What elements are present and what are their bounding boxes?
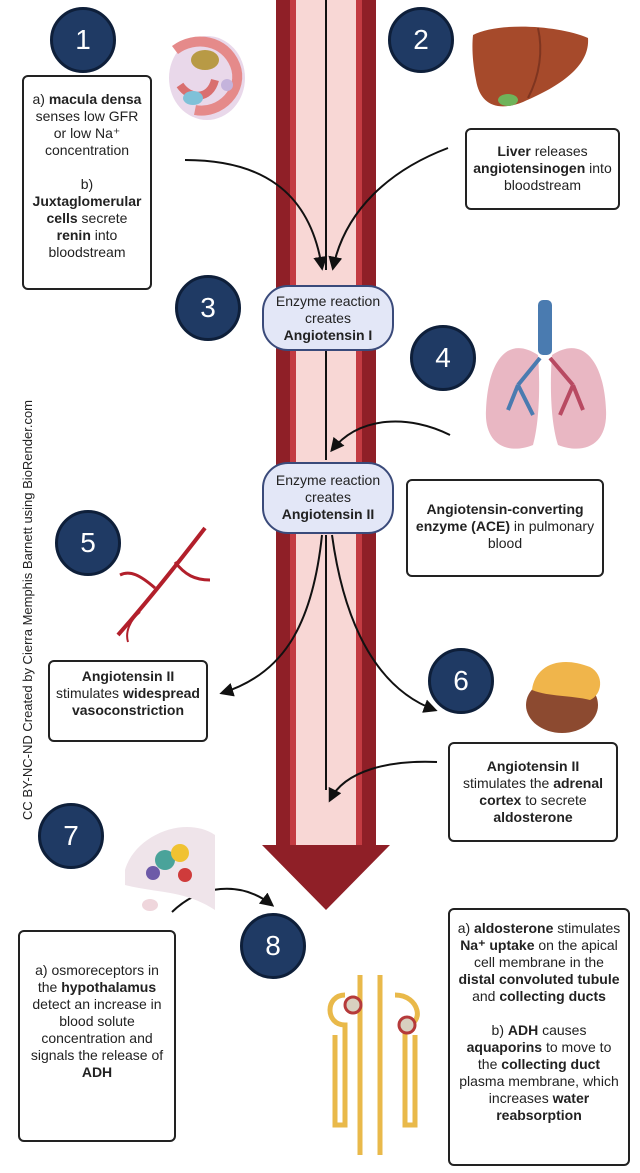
kidney-tissue-icon [169,36,245,120]
arrow-hypothalamus-to-kidney [171,887,275,913]
arrow-adrenal-to-vessel [328,760,438,803]
step8-textbox: a) aldosterone stimulates Na⁺ uptake on … [448,908,630,1166]
arrow-liver-to-vessel [328,147,449,271]
step7-textbox: a) osmoreceptors in the hypothalamus det… [18,930,176,1142]
step-badge-5: 5 [55,510,121,576]
liver-icon [472,26,589,107]
step5-textbox: Angiotensin II stimulates widespread vas… [48,660,208,742]
nephron-icon [327,975,420,1155]
step-badge-7: 7 [38,803,104,869]
step-badge-6: 6 [428,648,494,714]
flow-arrowhead [262,845,390,910]
step-badge-2: 2 [388,7,454,73]
step4-textbox: Angiotensin-converting enzyme (ACE) in p… [406,479,604,577]
step-badge-3: 3 [175,275,241,341]
arrow-to-adrenal [331,534,438,713]
blood-vessels-icon [116,526,211,643]
adrenal-gland-icon [526,661,601,733]
credit-text: CC BY-NC-ND Created by Cierra Memphis Ba… [20,399,35,820]
step1-textbox: a) macula densa senses low GFR or low Na… [22,75,152,290]
step2-textbox: Liver releases angiotensinogen into bloo… [465,128,620,210]
arrow-lungs-to-vessel [330,420,451,453]
step-badge-8: 8 [240,913,306,979]
step-badge-1: 1 [50,7,116,73]
step-badge-4: 4 [410,325,476,391]
lungs-icon [485,300,607,449]
arrow-kidney-to-vessel [184,159,328,271]
step6-textbox: Angiotensin II stimulates the adrenal co… [448,742,618,842]
arrow-to-vasoconstriction [219,534,323,697]
brain-hypothalamus-icon [125,827,215,911]
